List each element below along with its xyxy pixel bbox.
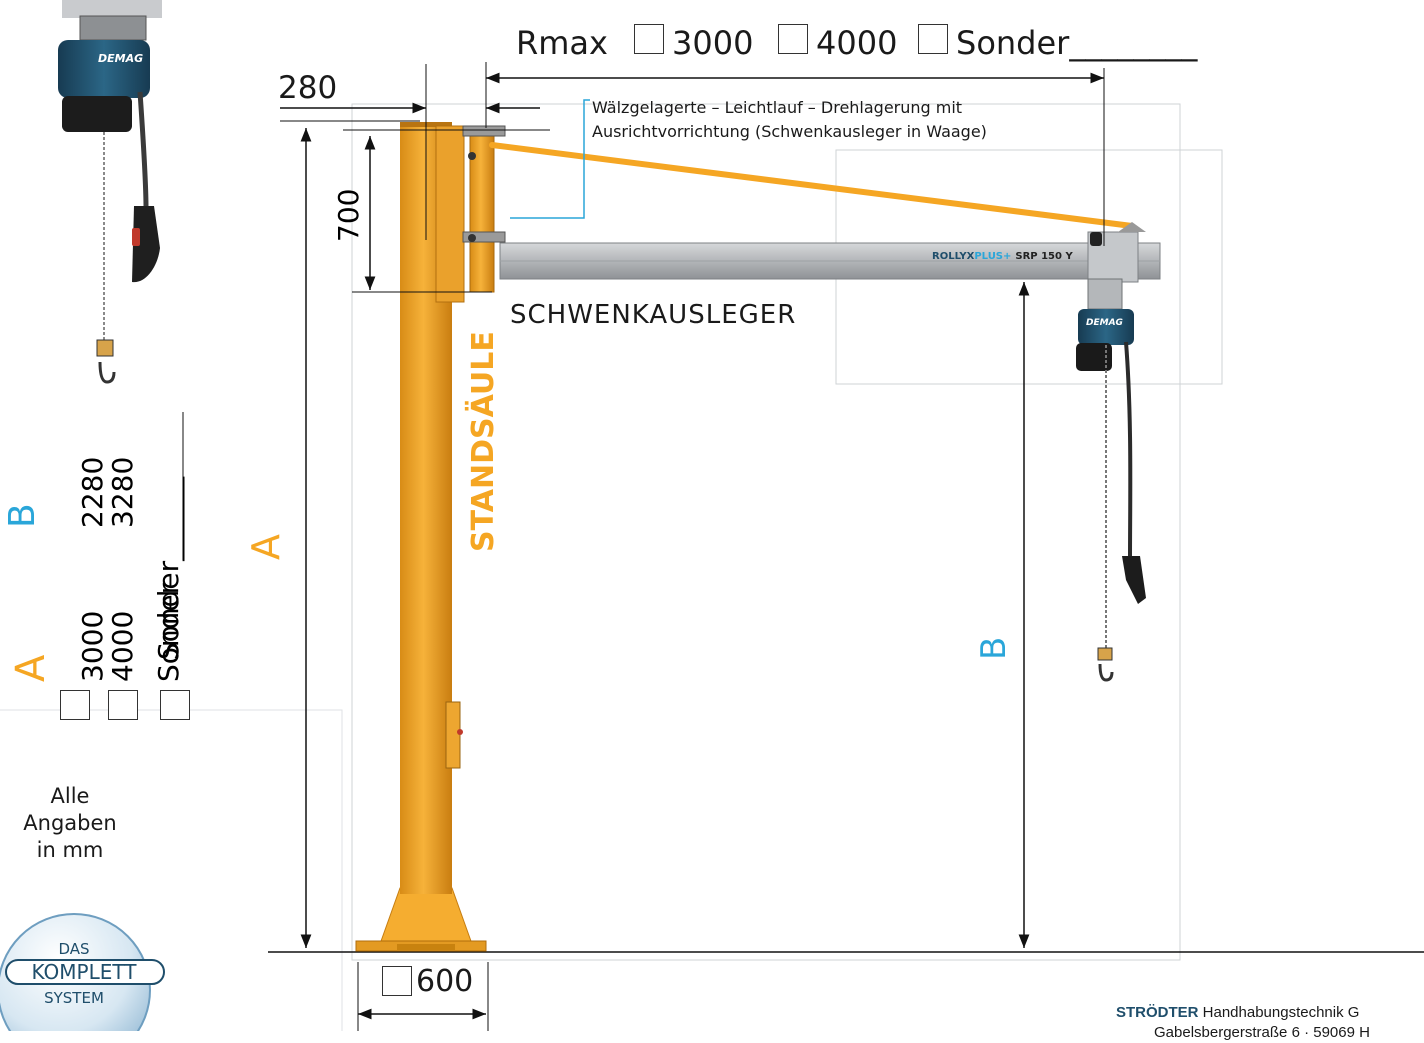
- tie-rod: [489, 142, 1135, 229]
- option-a-4000: 4000: [106, 610, 139, 682]
- bearing-callout: [510, 99, 590, 219]
- boom-clamp: [1090, 232, 1102, 246]
- company-footer: STRÖDTER Handhabungstechnik G Gabelsberg…: [1116, 1003, 1424, 1043]
- bolt-top: [468, 152, 476, 160]
- top-bearing: [462, 125, 506, 137]
- option-a-title: A: [8, 654, 54, 682]
- rmax-option-3000: 3000: [672, 24, 754, 62]
- dim-a-label: A: [244, 534, 288, 560]
- option-b-2280: 2280: [76, 456, 109, 528]
- company-address: Gabelsbergerstraße 6 · 59069 H: [1154, 1024, 1370, 1041]
- hoist-picture: DEMAG: [58, 0, 162, 384]
- logo-text-top: DAS: [58, 940, 89, 958]
- boom-brand: ROLLYXPLUS+SRP 150 Y: [932, 251, 1073, 262]
- bearing-description-2: Ausrichtvorrichtung (Schwenkausleger in …: [592, 122, 987, 141]
- hoist-brand-label: DEMAG: [1086, 318, 1123, 328]
- option-b-3280: 3280: [106, 456, 139, 528]
- tie-rod-anchor: [1118, 222, 1146, 232]
- company-name: STRÖDTER: [1116, 1004, 1199, 1021]
- company-name-rest: Handhabungstechnik G: [1198, 1004, 1360, 1021]
- column-base: [355, 887, 487, 952]
- units-note-line-1: Alle: [50, 784, 90, 808]
- rmax-option-sonder: Sonder________: [956, 24, 1198, 62]
- dim-600-label: 600: [416, 964, 474, 999]
- rmax-label: Rmax: [516, 24, 608, 62]
- bearing-description-1: Wälzgelagerte – Leichtlauf – Drehlagerun…: [592, 98, 963, 117]
- dim-280-label: 280: [278, 70, 338, 106]
- rmax-checkbox-3000[interactable]: [634, 24, 664, 54]
- bolt-bottom: [468, 234, 476, 242]
- option-b-title: B: [2, 503, 43, 528]
- boom-hoist: DEMAG: [1076, 278, 1146, 682]
- rmax-checkbox-4000[interactable]: [778, 24, 808, 54]
- units-note: Alle Angaben in mm: [20, 783, 120, 864]
- rmax-option-4000: 4000: [816, 24, 898, 62]
- frame-main: [351, 103, 1181, 961]
- boom-label: SCHWENKAUSLEGER: [510, 300, 797, 330]
- logo-text-middle: KOMPLETT: [32, 960, 138, 984]
- option-a-checkbox-3000[interactable]: [60, 690, 90, 720]
- units-note-line-3: in mm: [36, 838, 104, 862]
- option-a-checkbox-sonder[interactable]: [160, 690, 190, 720]
- option-a-3000: 3000: [76, 610, 109, 682]
- control-box: [445, 701, 463, 769]
- column-label: STANDSÄULE: [466, 331, 501, 552]
- komplett-system-logo: DAS KOMPLETT SYSTEM: [0, 913, 165, 1031]
- dim-b-label: B: [974, 636, 1014, 660]
- logo-text-bottom: SYSTEM: [44, 989, 104, 1007]
- dim-700-label: 700: [332, 188, 365, 242]
- hoist-picture-brand: DEMAG: [98, 52, 143, 65]
- pivot-tube: [469, 125, 495, 293]
- rmax-checkbox-sonder[interactable]: [918, 24, 948, 54]
- units-note-line-2: Angaben: [23, 811, 117, 835]
- option-a-checkbox-4000[interactable]: [108, 690, 138, 720]
- option-b-sonder: Sonder______: [152, 476, 185, 660]
- lower-bearing: [462, 231, 506, 243]
- column-mount-plate: [435, 125, 465, 303]
- base-checkbox-600[interactable]: [382, 966, 412, 996]
